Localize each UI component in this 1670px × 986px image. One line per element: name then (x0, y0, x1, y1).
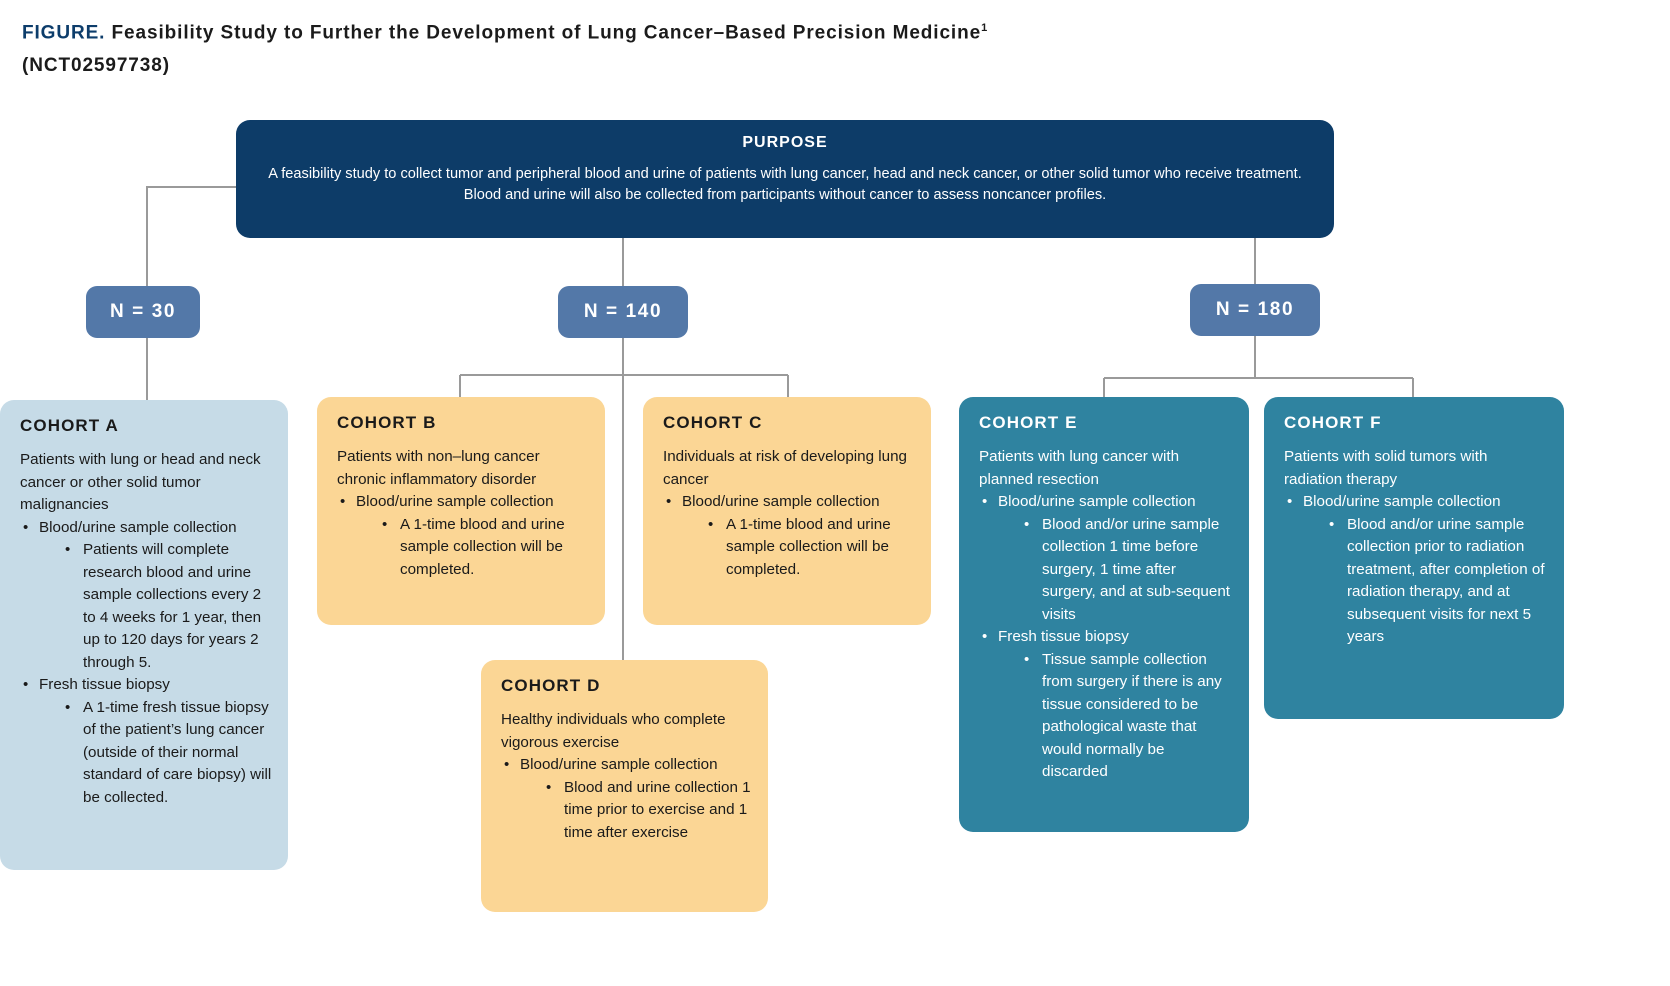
cohort-title: COHORT D (501, 676, 601, 695)
enrollment-badge-n140: N = 140 (558, 286, 688, 338)
cohort-subbullet: A 1-time blood and urine sample collecti… (704, 514, 915, 582)
cohort-lead: Healthy individuals who complete vigorou… (501, 711, 726, 751)
cohort-subbullet: Patients will complete research blood an… (61, 539, 272, 674)
figure-superscript: 1 (981, 22, 988, 34)
cohort-card-a: COHORT A Patients with lung or head and … (0, 400, 288, 870)
cohort-bullet-list: Blood/urine sample collection A 1-time b… (337, 491, 589, 581)
cohort-bullet: Fresh tissue biopsy Tissue sample collec… (979, 626, 1233, 784)
cohort-title: COHORT E (979, 413, 1078, 432)
cohort-title: COHORT B (337, 413, 437, 432)
cohort-subbullet: Tissue sample collection from surgery if… (1020, 649, 1233, 784)
cohort-lead: Patients with lung cancer with planned r… (979, 448, 1180, 488)
cohort-subbullet: Blood and urine collection 1 time prior … (542, 777, 752, 845)
cohort-bullet-list: Blood/urine sample collection Blood and/… (1284, 491, 1548, 649)
cohort-lead: Patients with solid tumors with radiatio… (1284, 448, 1488, 488)
cohort-bullet-text: Blood/urine sample collection (1303, 493, 1501, 510)
enrollment-badge-n30: N = 30 (86, 286, 200, 338)
figure-subtitle: (NCT02597738) (22, 55, 170, 77)
cohort-bullet: Blood/urine sample collection Blood and/… (979, 491, 1233, 626)
cohort-bullet-text: Blood/urine sample collection (39, 518, 237, 536)
cohort-bullet-text: Fresh tissue biopsy (998, 628, 1129, 645)
cohort-bullet-text: Blood/urine sample collection (998, 493, 1196, 510)
figure-caption: FIGURE. Feasibility Study to Further the… (22, 12, 1322, 82)
cohort-bullet-text: Fresh tissue biopsy (39, 676, 170, 693)
cohort-subbullet-list: Blood and/or urine sample collection pri… (1325, 514, 1548, 649)
cohort-lead: Individuals at risk of developing lung c… (663, 448, 907, 488)
cohort-subbullet: Blood and/or urine sample collection pri… (1325, 514, 1548, 649)
figure-title: Feasibility Study to Further the Develop… (111, 22, 982, 44)
cohort-subbullet-list: Patients will complete research blood an… (61, 539, 272, 674)
cohort-subbullet: Blood and/or urine sample collection 1 t… (1020, 514, 1233, 627)
purpose-box: PURPOSE A feasibility study to collect t… (236, 120, 1334, 238)
cohort-subbullet-list: A 1-time blood and urine sample collecti… (378, 514, 589, 582)
cohort-bullet: Blood/urine sample collection A 1-time b… (663, 491, 915, 581)
cohort-subbullet: A 1-time fresh tissue biopsy of the pati… (61, 697, 272, 810)
cohort-card-e: COHORT E Patients with lung cancer with … (959, 397, 1249, 832)
figure-label: FIGURE. (22, 22, 106, 44)
cohort-bullet-list: Blood/urine sample collection Blood and … (501, 754, 752, 844)
cohort-card-d: COHORT D Healthy individuals who complet… (481, 660, 768, 912)
cohort-lead: Patients with non–lung cancer chronic in… (337, 448, 540, 488)
cohort-bullet: Blood/urine sample collection Blood and … (501, 754, 752, 844)
cohort-bullet-text: Blood/urine sample collection (682, 493, 880, 510)
cohort-title: COHORT F (1284, 413, 1382, 432)
cohort-bullet-list: Blood/urine sample collection Blood and/… (979, 491, 1233, 784)
enrollment-badge-n180: N = 180 (1190, 284, 1320, 336)
cohort-subbullet-list: A 1-time fresh tissue biopsy of the pati… (61, 697, 272, 810)
cohort-bullet: Blood/urine sample collection Blood and/… (1284, 491, 1548, 649)
cohort-title: COHORT C (663, 413, 763, 432)
cohort-bullet-list: Blood/urine sample collection A 1-time b… (663, 491, 915, 581)
cohort-subbullet-list: Blood and/or urine sample collection 1 t… (1020, 514, 1233, 627)
cohort-subbullet-list: Blood and urine collection 1 time prior … (542, 777, 752, 845)
cohort-subbullet-list: A 1-time blood and urine sample collecti… (704, 514, 915, 582)
cohort-title: COHORT A (20, 416, 119, 435)
purpose-body: A feasibility study to collect tumor and… (268, 166, 1302, 203)
cohort-subbullet: A 1-time blood and urine sample collecti… (378, 514, 589, 582)
cohort-bullet: Blood/urine sample collection Patients w… (20, 517, 272, 675)
cohort-lead: Patients with lung or head and neck canc… (20, 451, 261, 513)
cohort-bullet: Blood/urine sample collection A 1-time b… (337, 491, 589, 581)
cohort-card-c: COHORT C Individuals at risk of developi… (643, 397, 931, 625)
cohort-bullet: Fresh tissue biopsy A 1-time fresh tissu… (20, 674, 272, 809)
purpose-title: PURPOSE (742, 134, 828, 151)
cohort-bullet-text: Blood/urine sample collection (356, 493, 554, 510)
cohort-card-b: COHORT B Patients with non–lung cancer c… (317, 397, 605, 625)
cohort-card-f: COHORT F Patients with solid tumors with… (1264, 397, 1564, 719)
cohort-bullet-list: Blood/urine sample collection Patients w… (20, 517, 272, 810)
cohort-bullet-text: Blood/urine sample collection (520, 756, 718, 773)
cohort-subbullet-list: Tissue sample collection from surgery if… (1020, 649, 1233, 784)
